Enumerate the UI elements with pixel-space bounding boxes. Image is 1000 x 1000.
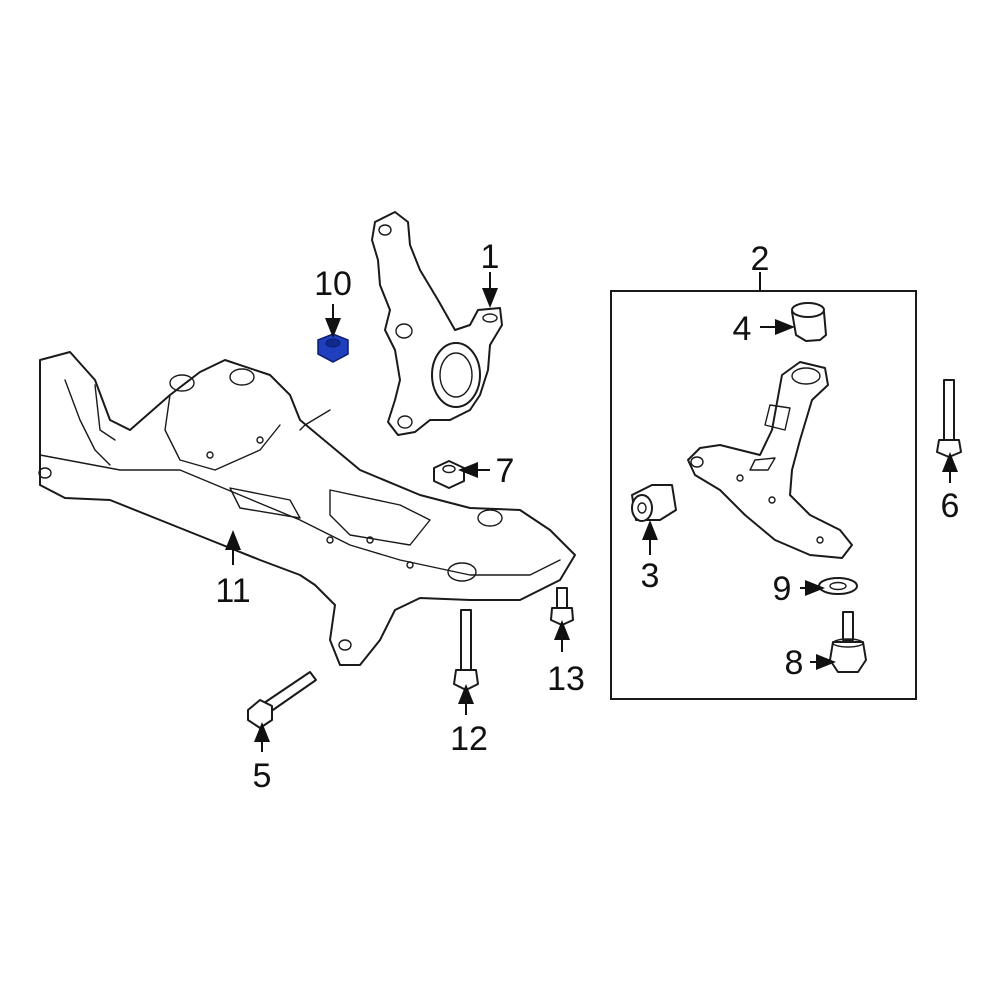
- callout-11: 11: [215, 572, 250, 610]
- kit-box: [610, 290, 917, 700]
- bolt-vertical[interactable]: [453, 609, 479, 691]
- callout-10: 10: [314, 265, 352, 303]
- callout-2: 2: [751, 240, 770, 278]
- callout-1: 1: [481, 238, 500, 276]
- callout-9: 9: [773, 570, 792, 608]
- steering-knuckle[interactable]: [371, 211, 503, 436]
- callout-12: 12: [450, 720, 488, 758]
- washer[interactable]: [818, 577, 858, 595]
- nut-highlighted[interactable]: [317, 333, 349, 363]
- nut[interactable]: [433, 460, 465, 489]
- bushing-front[interactable]: [631, 484, 677, 522]
- crossmember[interactable]: [38, 351, 576, 666]
- lower-control-arm[interactable]: [687, 361, 853, 559]
- callout-6: 6: [941, 487, 960, 525]
- callout-4: 4: [733, 310, 752, 348]
- bolt-right[interactable]: [936, 379, 962, 458]
- callout-8: 8: [785, 644, 804, 682]
- bushing-rear[interactable]: [791, 302, 827, 342]
- callout-5: 5: [253, 757, 272, 795]
- callout-13: 13: [547, 660, 585, 698]
- callout-arrows: [225, 272, 958, 752]
- callout-7: 7: [496, 452, 515, 490]
- bolt-short[interactable]: [550, 587, 574, 626]
- callout-3: 3: [641, 557, 660, 595]
- bolt-long[interactable]: [247, 671, 317, 729]
- ball-joint[interactable]: [829, 611, 867, 673]
